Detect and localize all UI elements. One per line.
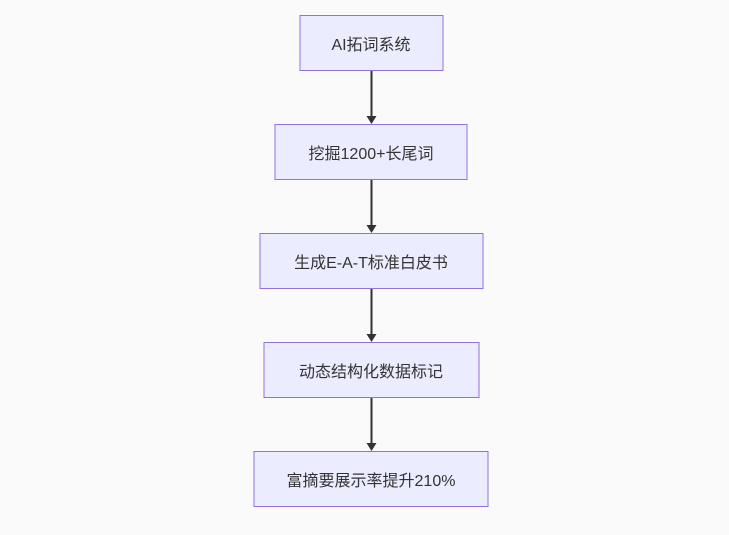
flow-edge-1 <box>364 71 378 124</box>
edge-line <box>370 71 372 118</box>
flow-node-ai-word-expansion: AI拓词系统 <box>299 15 443 71</box>
flow-node-rich-snippet-result: 富摘要展示率提升210% <box>253 451 489 507</box>
edge-line <box>370 180 372 227</box>
flow-edge-2 <box>364 180 378 233</box>
flow-edge-3 <box>364 289 378 342</box>
edge-line <box>370 398 372 445</box>
flowchart-column: AI拓词系统 挖掘1200+长尾词 生成E-A-T标准白皮书 动态结构化数据标记… <box>253 15 489 507</box>
flow-edge-4 <box>364 398 378 451</box>
arrowhead-down-icon <box>366 334 376 342</box>
edge-line <box>370 289 372 336</box>
flow-node-longtail-mining: 挖掘1200+长尾词 <box>274 124 468 180</box>
arrowhead-down-icon <box>366 116 376 124</box>
flow-node-eat-whitepaper: 生成E-A-T标准白皮书 <box>259 233 483 289</box>
flow-node-structured-data-markup: 动态结构化数据标记 <box>263 342 479 398</box>
arrowhead-down-icon <box>366 443 376 451</box>
arrowhead-down-icon <box>366 225 376 233</box>
